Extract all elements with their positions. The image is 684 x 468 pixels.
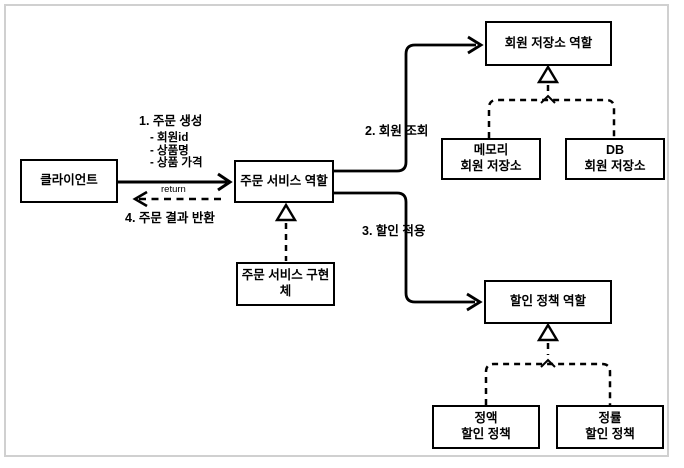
node-member-repo-role: 회원 저장소 역할 [485,21,612,66]
label-step1-param-item-name: - 상품명 [150,144,189,157]
dashed-link-member-tree [487,98,616,138]
node-rate-discount-policy: 정률 할인 정책 [556,405,664,449]
arrow-return-head [132,190,148,208]
generalization-triangle-member-repo [536,64,560,84]
node-client: 클라이언트 [20,159,118,203]
label-step1-param-item-price: - 상품 가격 [150,157,203,169]
node-order-service-impl: 주문 서비스 구현체 [236,262,335,306]
label-step1-param-member-id: - 회원id [150,132,189,144]
label-step1-order-create: 1. 주문 생성 [139,114,203,128]
arrow-order-create-head [217,172,233,192]
generalization-triangle-discount-policy [536,322,560,342]
dashed-link-discount-tree [484,362,612,405]
node-fixed-discount-policy: 정액 할인 정책 [432,405,540,449]
label-step2-member-lookup: 2. 회원 조회 [365,124,429,138]
node-order-service-role: 주문 서비스 역할 [234,160,334,203]
node-memory-member-repo: 메모리 회원 저장소 [441,138,541,180]
arrow-member-lookup-head [467,35,484,55]
dashed-member-tree-arrowhead [540,94,556,104]
node-discount-policy-role: 할인 정책 역할 [484,280,612,324]
label-step4-order-result: 4. 주문 결과 반환 [125,211,215,225]
label-return-note: return [161,184,186,195]
node-db-member-repo: DB 회원 저장소 [565,138,665,180]
arrow-member-lookup-line [334,43,476,173]
dashed-discount-tree-arrowhead [540,358,556,368]
generalization-triangle-order-service [274,202,298,222]
arrow-discount-apply-line [334,191,475,304]
label-step3-discount-apply: 3. 할인 적용 [362,224,426,238]
diagram-frame [4,4,669,457]
arrow-discount-apply-head [466,292,483,312]
